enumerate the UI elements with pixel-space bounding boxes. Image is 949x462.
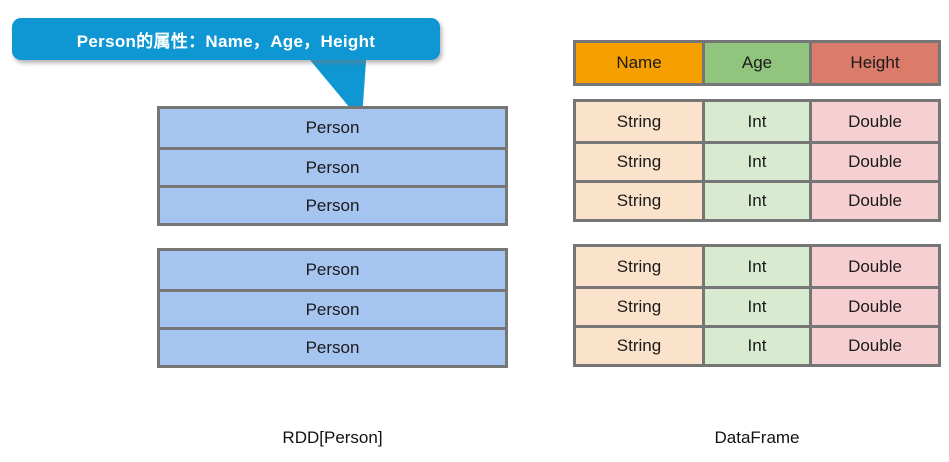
dataframe-row: String Int Double — [576, 102, 938, 141]
dataframe-header-block: Name Age Height — [573, 40, 941, 86]
dataframe-cell-height: Double — [809, 183, 938, 219]
rdd-record-row: Person — [160, 251, 505, 289]
dataframe-cell-name: String — [576, 328, 702, 364]
rdd-record-label: Person — [305, 195, 360, 215]
dataframe-header-row: Name Age Height — [576, 43, 938, 83]
callout-text: Person的属性：Name，Age，Height — [76, 31, 376, 51]
dataframe-header-cell-height: Height — [809, 43, 938, 83]
dataframe-row: String Int Double — [576, 325, 938, 364]
dataframe-cell-age: Int — [702, 328, 809, 364]
rdd-record-row: Person — [160, 289, 505, 327]
rdd-record-label: Person — [305, 118, 360, 137]
dataframe-cell-height: Double — [809, 328, 938, 364]
dataframe-row: String Int Double — [576, 286, 938, 325]
rdd-partition-block: Person Person Person — [157, 248, 508, 368]
dataframe-cell-name: String — [576, 183, 702, 219]
dataframe-caption: DataFrame — [714, 428, 800, 447]
rdd-record-label: Person — [305, 337, 360, 357]
rdd-record-label: Person — [305, 157, 360, 177]
dataframe-cell-name: String — [576, 144, 702, 180]
dataframe-header-cell-age: Age — [702, 43, 809, 83]
dataframe-cell-age: Int — [702, 183, 809, 219]
dataframe-cell-age: Int — [702, 102, 809, 141]
rdd-partition-block: Person Person Person — [157, 106, 508, 226]
dataframe-cell-height: Double — [809, 102, 938, 141]
dataframe-cell-name: String — [576, 102, 702, 141]
dataframe-cell-height: Double — [809, 144, 938, 180]
rdd-column: Person Person Person Person Person Perso… — [157, 106, 508, 368]
dataframe-row: String Int Double — [576, 247, 938, 286]
rdd-caption: RDD[Person] — [282, 428, 383, 447]
callout-bubble: Person的属性：Name，Age，Height — [12, 18, 440, 60]
dataframe-cell-name: String — [576, 289, 702, 325]
dataframe-row: String Int Double — [576, 180, 938, 219]
dataframe-partition-block: String Int Double String Int Double Stri… — [573, 99, 941, 222]
rdd-record-row: Person — [160, 109, 505, 147]
dataframe-row: String Int Double — [576, 141, 938, 180]
dataframe-cell-age: Int — [702, 247, 809, 286]
rdd-record-row: Person — [160, 147, 505, 185]
dataframe-header-cell-name: Name — [576, 43, 702, 83]
dataframe-cell-age: Int — [702, 144, 809, 180]
dataframe-column: Name Age Height String Int Double String… — [573, 40, 941, 367]
rdd-record-label: Person — [305, 299, 360, 319]
dataframe-partition-block: String Int Double String Int Double Stri… — [573, 244, 941, 367]
rdd-record-label: Person — [305, 260, 360, 279]
rdd-record-row: Person — [160, 327, 505, 365]
dataframe-cell-height: Double — [809, 289, 938, 325]
dataframe-cell-age: Int — [702, 289, 809, 325]
dataframe-cell-height: Double — [809, 247, 938, 286]
rdd-record-row: Person — [160, 185, 505, 223]
dataframe-cell-name: String — [576, 247, 702, 286]
